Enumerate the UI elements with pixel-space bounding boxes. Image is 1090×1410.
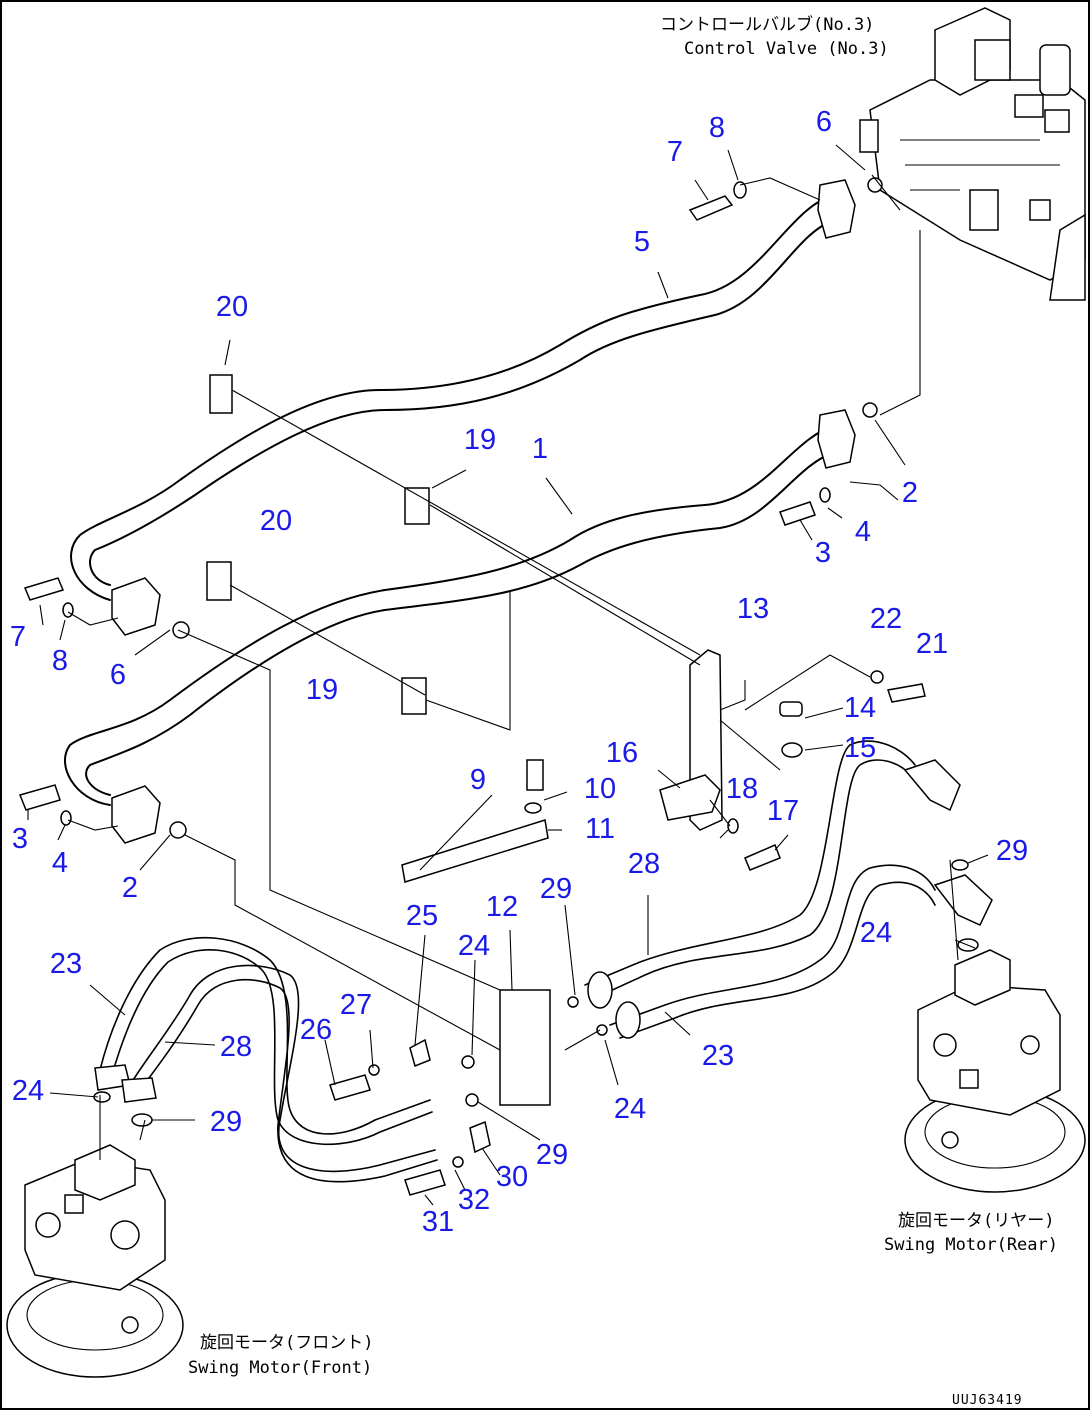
callout-3: 3 [815,537,831,569]
callout-26: 26 [300,1014,332,1046]
captions: コントロールバルブ(No.3) Control Valve (No.3) 旋回モ… [188,14,1058,1408]
callout-8: 8 [709,112,725,144]
callout-24: 24 [860,917,892,949]
caption-swing-motor-rear-jp: 旋回モータ(リヤー) [898,1211,1054,1231]
callout-30: 30 [496,1161,528,1193]
callout-21: 21 [916,628,948,660]
callout-12: 12 [486,891,518,923]
fasteners [18,177,979,1196]
callout-23: 23 [50,948,82,980]
callout-31: 31 [422,1206,454,1238]
callout-20: 20 [260,505,292,537]
callout-29: 29 [540,873,572,905]
callout-15: 15 [844,732,876,764]
callout-1: 1 [532,433,548,465]
callout-9: 9 [470,764,486,796]
callout-25: 25 [406,900,438,932]
callout-20: 20 [216,291,248,323]
callout-8: 8 [52,645,68,677]
callout-labels: 1 2 2 3 3 4 4 5 6 6 7 7 8 8 9 10 11 12 1… [10,106,1028,1238]
callout-6: 6 [816,106,832,138]
callout-7: 7 [667,136,683,168]
callout-19: 19 [464,424,496,456]
caption-swing-motor-front-en: Swing Motor(Front) [188,1358,372,1378]
hoses [94,740,993,1183]
caption-swing-motor-front-jp: 旋回モータ(フロント) [200,1333,373,1353]
callout-24: 24 [614,1093,646,1125]
callout-27: 27 [340,989,372,1021]
callout-4: 4 [52,847,68,879]
callout-28: 28 [220,1031,252,1063]
callout-17: 17 [767,795,799,827]
pipe-5 [70,179,856,636]
callout-10: 10 [584,773,616,805]
drawing-code: UUJ63419 [952,1393,1023,1408]
clamps [206,374,430,715]
callout-22: 22 [870,603,902,635]
callout-13: 13 [737,593,769,625]
swing-motor-rear-drawing [904,949,1086,1193]
callout-28: 28 [628,848,660,880]
callout-2: 2 [902,477,918,509]
callout-32: 32 [458,1184,490,1216]
callout-29: 29 [536,1139,568,1171]
callout-23: 23 [702,1040,734,1072]
callout-19: 19 [306,674,338,706]
callout-7: 7 [10,621,26,653]
callout-18: 18 [726,773,758,805]
callout-29: 29 [996,835,1028,867]
callout-6: 6 [110,659,126,691]
callout-4: 4 [855,516,871,548]
caption-swing-motor-rear-en: Swing Motor(Rear) [884,1235,1058,1255]
callout-5: 5 [634,226,650,258]
swing-motor-front-drawing [6,1144,184,1378]
callout-11: 11 [585,813,615,845]
callout-16: 16 [606,737,638,769]
callout-2: 2 [122,872,138,904]
pipe-1 [64,409,856,844]
bracket-16 [659,774,721,821]
callout-3: 3 [12,823,28,855]
control-valve-drawing [859,7,1086,301]
caption-control-valve-jp: コントロールバルブ(No.3) [660,14,874,35]
caption-control-valve-en: Control Valve (No.3) [684,39,889,59]
leader-lines [27,144,989,1206]
callout-24: 24 [458,930,490,962]
callout-29: 29 [210,1106,242,1138]
callout-14: 14 [844,692,876,724]
callout-24: 24 [12,1075,44,1107]
